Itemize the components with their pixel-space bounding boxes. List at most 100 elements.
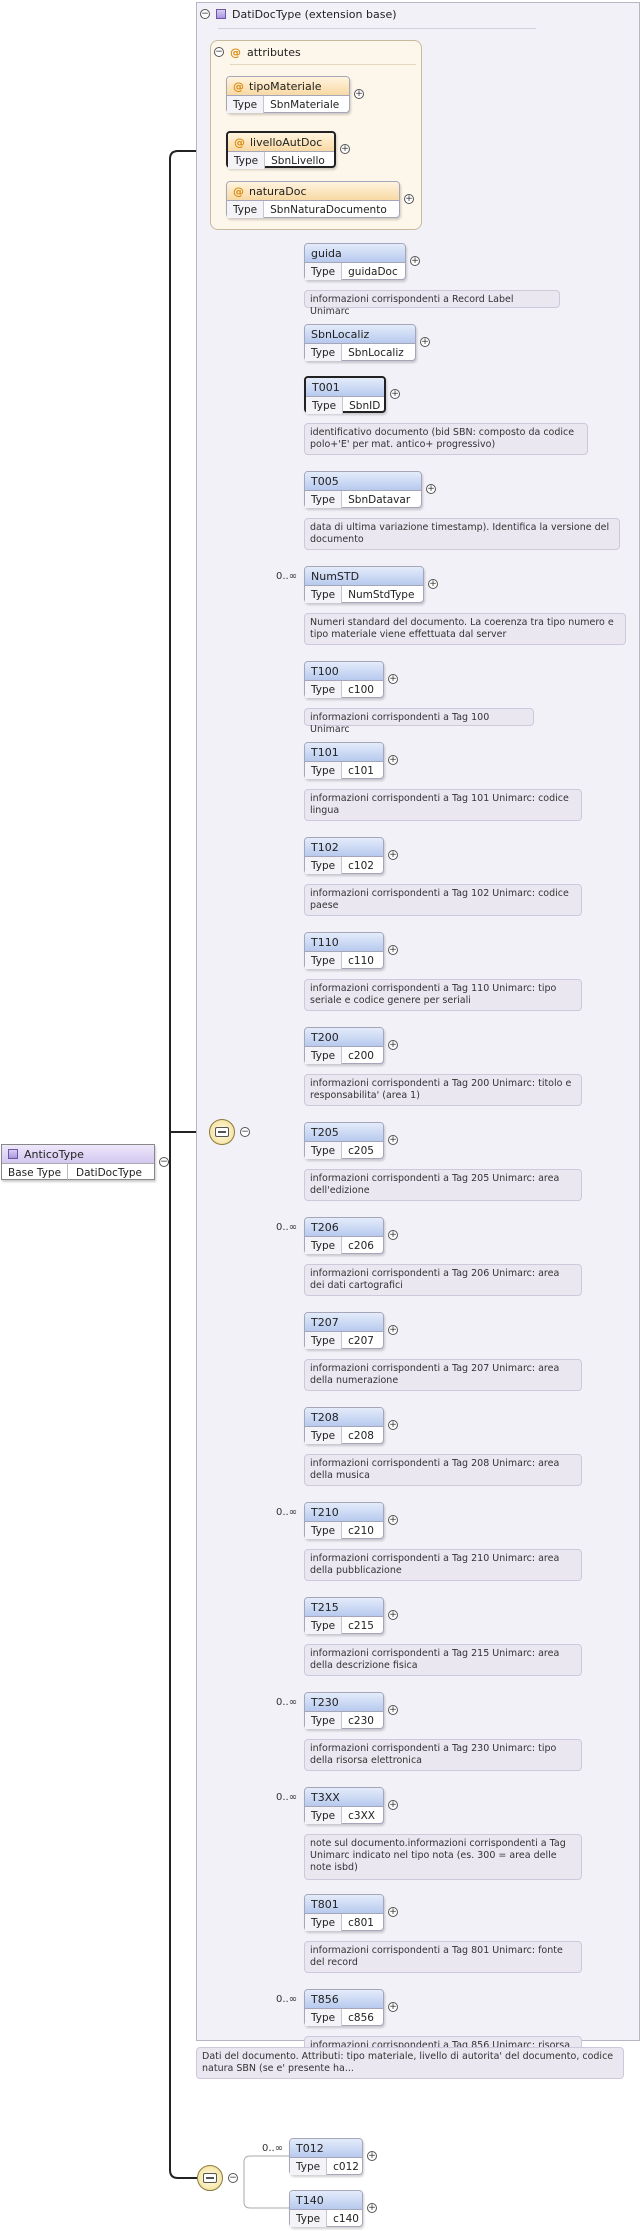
minus-circle-icon[interactable]: −	[200, 9, 210, 19]
plus-circle-icon[interactable]: +	[388, 945, 398, 955]
plus-circle-icon[interactable]: +	[426, 484, 436, 494]
type-value: c208	[348, 1429, 374, 1442]
plus-circle-icon[interactable]: +	[388, 1420, 398, 1430]
type-key: Type	[227, 96, 265, 113]
attribute-at-icon: @	[230, 45, 241, 59]
plus-circle-icon[interactable]: +	[388, 2002, 398, 2012]
plus-circle-icon[interactable]: +	[367, 2151, 377, 2161]
plus-circle-icon[interactable]: +	[388, 1040, 398, 1050]
minus-circle-icon[interactable]: −	[214, 47, 224, 57]
type-value: guidaDoc	[348, 265, 398, 278]
plus-circle-icon[interactable]: +	[388, 755, 398, 765]
documentation-note: Dati del documento. Attributi: tipo mate…	[196, 2047, 624, 2079]
sequence-compositor-icon[interactable]	[209, 1119, 235, 1145]
element-t140-header: T140	[290, 2191, 362, 2210]
divider	[218, 28, 536, 29]
plus-circle-icon[interactable]: +	[388, 1515, 398, 1525]
element-note: informazioni corrispondenti a Tag 215 Un…	[304, 1644, 582, 1676]
plus-circle-icon[interactable]: +	[404, 194, 414, 204]
element-t801-label: T801	[311, 1897, 339, 1911]
element-t200-label: T200	[311, 1030, 339, 1044]
sequence-compositor-icon[interactable]	[197, 2165, 223, 2191]
plus-circle-icon[interactable]: +	[390, 389, 400, 399]
element-t205-header: T205	[305, 1123, 383, 1142]
plus-circle-icon[interactable]: +	[388, 674, 398, 684]
plus-circle-icon[interactable]: +	[388, 1907, 398, 1917]
type-key: Type	[305, 1522, 343, 1539]
element-guida-label: guida	[311, 246, 342, 260]
element-t207-header: T207	[305, 1313, 383, 1332]
plus-circle-icon[interactable]: +	[388, 1705, 398, 1715]
plus-circle-icon[interactable]: +	[410, 256, 420, 266]
plus-circle-icon[interactable]: +	[428, 579, 438, 589]
type-key: Type	[305, 1332, 343, 1349]
plus-circle-icon[interactable]: +	[388, 1135, 398, 1145]
plus-circle-icon[interactable]: +	[420, 337, 430, 347]
attributes-title: attributes	[247, 45, 301, 59]
plus-circle-icon[interactable]: +	[340, 144, 350, 154]
element-t208-header: T208	[305, 1408, 383, 1427]
plus-circle-icon[interactable]: +	[388, 850, 398, 860]
plus-circle-icon[interactable]: +	[388, 1800, 398, 1810]
type-key: Type	[305, 681, 343, 698]
element-t200-header: T200	[305, 1028, 383, 1047]
element-t140-label: T140	[296, 2193, 324, 2207]
element-note: informazioni corrispondenti a Tag 206 Un…	[304, 1264, 582, 1296]
minus-circle-icon[interactable]: −	[228, 2173, 238, 2183]
type-key: Type	[305, 586, 343, 603]
plus-circle-icon[interactable]: +	[367, 2203, 377, 2213]
extra-sequence-trunk	[243, 2155, 289, 2209]
base-type-key: Base Type	[2, 1164, 69, 1181]
element-t207-label: T207	[311, 1315, 339, 1329]
attribute-tipoMateriale-label: tipoMateriale	[249, 79, 322, 93]
minus-circle-icon[interactable]: −	[240, 1127, 250, 1137]
plus-circle-icon[interactable]: +	[388, 1610, 398, 1620]
element-t005-header: T005	[305, 472, 421, 491]
element-t3xx-label: T3XX	[311, 1790, 340, 1804]
element-t012-header: T012	[290, 2139, 362, 2158]
element-t3xx-header: T3XX	[305, 1788, 383, 1807]
type-key: Type	[305, 1237, 343, 1254]
plus-circle-icon[interactable]: +	[354, 89, 364, 99]
plus-circle-icon[interactable]: +	[388, 1230, 398, 1240]
minus-circle-icon[interactable]: −	[159, 1157, 169, 1167]
element-t205-label: T205	[311, 1125, 339, 1139]
cardinality-label: 0..∞	[276, 1792, 298, 1803]
root-type-box[interactable]: AnticoType Base Type DatiDocType	[1, 1144, 155, 1181]
attribute-at-icon: @	[233, 79, 244, 93]
plus-circle-icon[interactable]: +	[388, 1325, 398, 1335]
element-t100-header: T100	[305, 662, 383, 681]
element-t005-label: T005	[311, 474, 339, 488]
extension-header: − DatiDocType (extension base)	[200, 4, 536, 29]
element-sbnlocaliz-label: SbnLocaliz	[311, 327, 370, 341]
